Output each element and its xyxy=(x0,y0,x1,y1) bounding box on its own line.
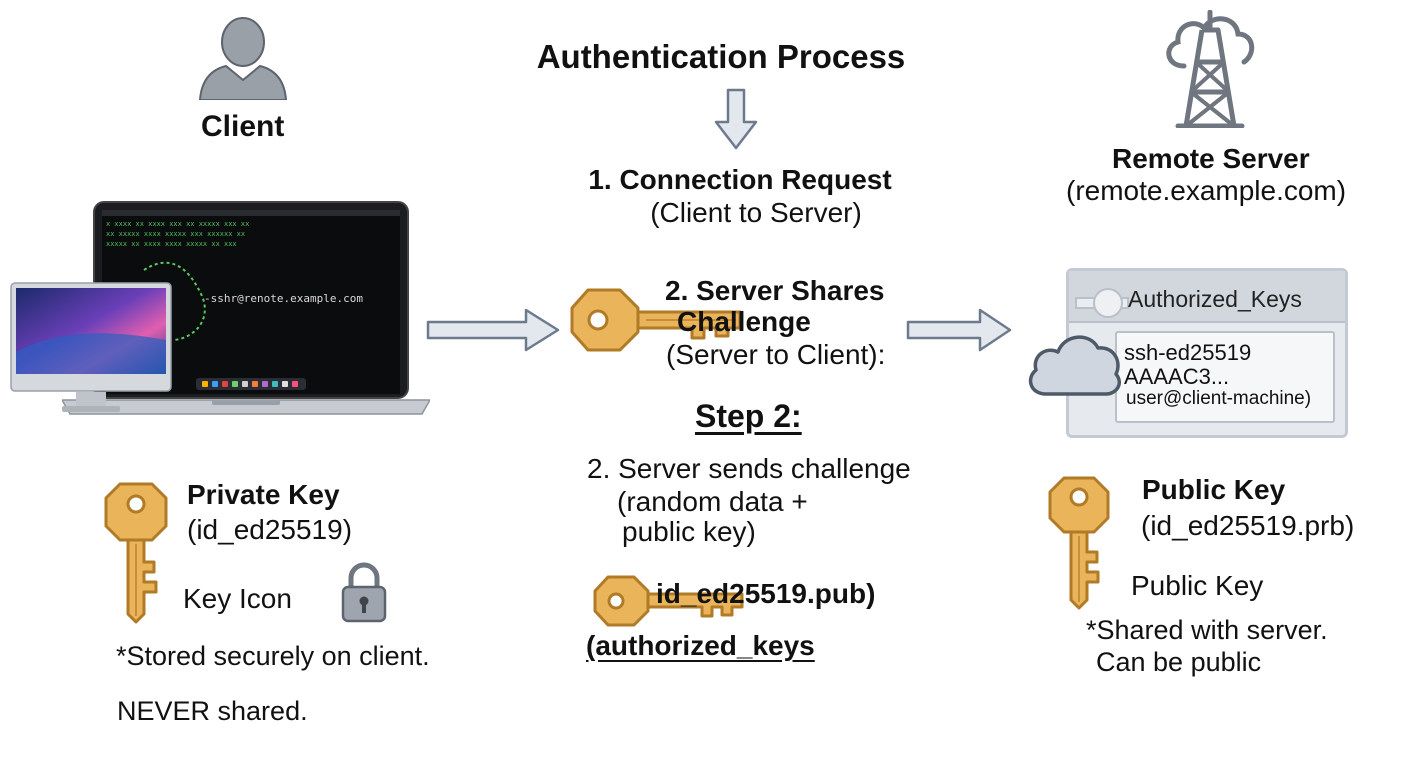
private-key-note-line1: *Stored securely on client. xyxy=(116,641,430,671)
client-label: Client xyxy=(201,110,285,143)
step2-desc-line3: public key) xyxy=(622,516,756,547)
private-key-filename: (id_ed25519) xyxy=(187,514,353,545)
public-key-filename: (id_ed25519.prb) xyxy=(1141,510,1355,541)
key-icon-label: Key Icon xyxy=(183,583,292,614)
laptop: x xxxx xx xxxx xxx xx xxxxx xxx xx xx xx… xyxy=(62,200,430,416)
arrow-down-icon xyxy=(714,88,758,150)
step2-desc-line2: (random data + xyxy=(617,486,808,517)
lock-icon xyxy=(341,562,387,623)
step2-subtitle: (Server to Client): xyxy=(666,339,886,370)
arrow-right-icon xyxy=(906,308,1012,352)
key-icon xyxy=(570,288,742,352)
lock-tab-icon xyxy=(1075,288,1129,318)
diagram-title: Authentication Process xyxy=(536,38,906,75)
step1-subtitle: (Client to Server) xyxy=(650,197,862,228)
public-key-label: Public Key xyxy=(1131,570,1264,601)
server-tower-icon xyxy=(1166,10,1255,128)
step2-desc-line1: 2. Server sends challenge xyxy=(587,453,911,484)
authorized-keys-line2: AAAAC3... xyxy=(1124,364,1230,389)
private-key-note-line2: NEVER shared. xyxy=(117,696,308,726)
public-key-note-line2: Can be public xyxy=(1096,647,1262,677)
step2-title-line2: Challenge xyxy=(677,306,811,337)
authorized-keys-header: Authorized_Keys xyxy=(1128,286,1302,312)
authorized-keys-file: (authorized_keys xyxy=(586,630,815,661)
private-key-icon xyxy=(104,482,168,624)
public-key-icon xyxy=(1048,476,1110,610)
arrow-right-icon xyxy=(426,308,560,352)
authorized-keys-card xyxy=(1066,268,1348,438)
user-icon xyxy=(198,17,288,100)
authorized-keys-line1: ssh-ed25519 xyxy=(1124,340,1252,365)
step2-heading: Step 2: xyxy=(695,398,802,434)
private-key-title: Private Key xyxy=(187,479,340,510)
public-key-title: Public Key xyxy=(1142,474,1286,505)
desktop-monitor xyxy=(10,282,172,412)
public-key-file: id_ed25519.pub) xyxy=(656,578,876,609)
terminal-command: -sshr@renote.example.com xyxy=(204,292,363,305)
public-key-note-line1: *Shared with server. xyxy=(1086,615,1328,645)
server-label: Remote Server xyxy=(1112,143,1310,174)
step2-title-line1: 2. Server Shares xyxy=(665,275,885,306)
key-icon xyxy=(593,575,744,627)
authorized-keys-line3: user@client-machine) xyxy=(1126,388,1312,409)
cloud-icon xyxy=(1028,335,1121,396)
server-host: (remote.example.com) xyxy=(1066,175,1347,206)
step1-title: 1. Connection Request xyxy=(588,164,892,195)
